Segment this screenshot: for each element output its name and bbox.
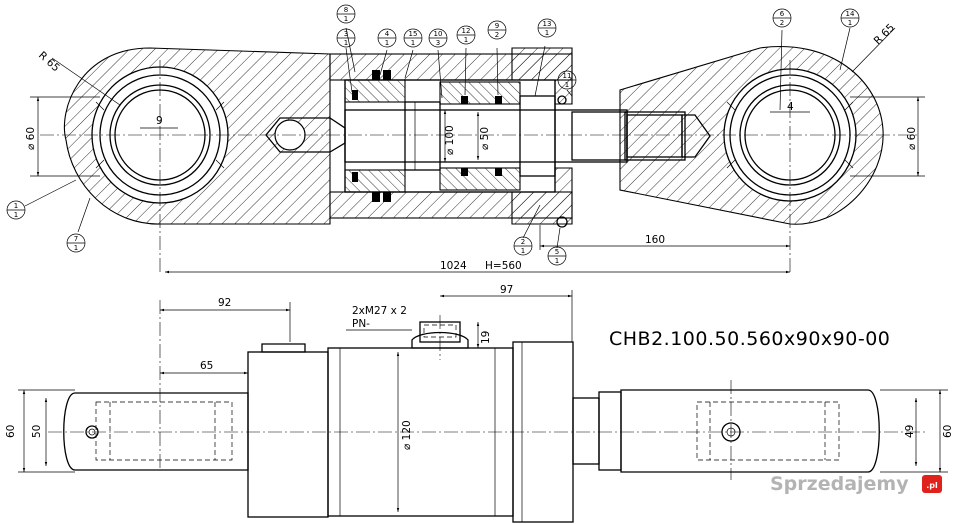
dim-dia50: ⌀ 50 — [479, 127, 491, 150]
balloon-2: 21 — [513, 236, 533, 256]
balloon-4: 41 — [377, 28, 397, 48]
svg-text:3: 3 — [436, 39, 440, 47]
dim-160: 160 — [645, 234, 665, 246]
head-end-cap — [511, 47, 573, 105]
watermark-badge — [922, 475, 942, 493]
left-eye-outline — [63, 392, 249, 471]
svg-text:2: 2 — [521, 238, 525, 246]
dim-dia60-right: ⌀ 60 — [906, 127, 918, 150]
svg-text:8: 8 — [344, 6, 348, 14]
balloon-5: 51 — [547, 246, 567, 266]
dim-49-right: 49 — [904, 425, 916, 438]
section-view: R 65 R 65 ⌀ 60 ⌀ 60 9 4 ⌀ 100 ⌀ 50 160 1… — [24, 22, 925, 275]
part-number-title: CHB2.100.50.560x90x90-00 — [609, 328, 890, 350]
balloon-3: 31 — [336, 28, 356, 48]
balloon-11: 111 — [557, 70, 577, 90]
barrel-outline — [247, 351, 329, 518]
svg-text:1: 1 — [521, 247, 525, 255]
svg-text:15: 15 — [409, 30, 418, 38]
svg-text:2: 2 — [495, 31, 499, 39]
balloon-8: 81 — [336, 4, 356, 24]
svg-text:1: 1 — [385, 39, 389, 47]
watermark-brand: Sprzedajemy — [770, 473, 909, 495]
dim-dia120: ⌀ 120 — [401, 420, 413, 450]
balloon-12: 121 — [456, 25, 476, 45]
dim-60-left: 60 — [5, 425, 17, 438]
dim-dia60-left: ⌀ 60 — [25, 127, 37, 150]
port-fitting — [411, 331, 469, 349]
svg-text:12: 12 — [462, 27, 471, 35]
dim-60-right: 60 — [942, 425, 954, 438]
part-balloons: 81 31 41 151 103 121 92 131 111 62 141 1… — [6, 4, 860, 266]
svg-text:10: 10 — [434, 30, 443, 38]
svg-text:3: 3 — [344, 30, 348, 38]
dim-4: 4 — [787, 101, 794, 113]
dim-port: 2xM27 x 2 — [352, 305, 407, 317]
svg-text:1: 1 — [14, 202, 18, 210]
balloon-leaders — [24, 27, 851, 249]
dim-92: 92 — [218, 297, 231, 309]
balloon-10: 103 — [428, 28, 448, 48]
dim-dia100: ⌀ 100 — [444, 125, 456, 155]
balloon-1: 11 — [6, 200, 26, 220]
svg-text:1: 1 — [464, 36, 468, 44]
balloon-7: 71 — [66, 233, 86, 253]
dim-stroke: H=560 — [485, 260, 522, 272]
dim-19: 19 — [480, 331, 492, 344]
svg-text:1: 1 — [545, 29, 549, 37]
svg-text:1: 1 — [848, 19, 852, 27]
svg-text:9: 9 — [495, 22, 499, 30]
dim-50-left: 50 — [31, 425, 43, 438]
dim-1024: 1024 — [440, 260, 467, 272]
dim-9: 9 — [156, 115, 163, 127]
balloon-6: 62 — [772, 8, 792, 28]
seals — [352, 70, 502, 202]
balloon-14: 141 — [840, 8, 860, 28]
outline-view: 92 97 2xM27 x 2 PN- 19 65 ⌀ 120 60 50 49… — [5, 284, 954, 523]
svg-text:1: 1 — [74, 244, 78, 252]
dim-65: 65 — [200, 360, 213, 372]
balloon-13: 131 — [537, 18, 557, 38]
svg-text:4: 4 — [385, 30, 390, 38]
dim-97: 97 — [500, 284, 513, 296]
svg-text:13: 13 — [543, 20, 552, 28]
watermark-tld: .pl — [926, 481, 938, 490]
svg-text:2: 2 — [780, 19, 784, 27]
svg-text:5: 5 — [555, 248, 559, 256]
svg-text:1: 1 — [14, 211, 18, 219]
svg-text:1: 1 — [344, 39, 348, 47]
svg-text:1: 1 — [411, 39, 415, 47]
dim-r65-right: R 65 — [872, 22, 897, 47]
dim-port-pn: PN- — [352, 318, 370, 330]
svg-text:1: 1 — [565, 81, 569, 89]
svg-text:1: 1 — [344, 15, 348, 23]
balloon-15: 151 — [403, 28, 423, 48]
svg-text:1: 1 — [555, 257, 559, 265]
watermark: Sprzedajemy .pl — [770, 473, 942, 495]
svg-text:14: 14 — [846, 10, 855, 18]
svg-text:11: 11 — [563, 72, 572, 80]
svg-text:6: 6 — [780, 10, 785, 18]
dim-r65-left: R 65 — [36, 49, 62, 74]
svg-text:7: 7 — [74, 235, 78, 243]
right-eye-outline — [620, 389, 880, 473]
balloon-9: 92 — [487, 20, 507, 40]
